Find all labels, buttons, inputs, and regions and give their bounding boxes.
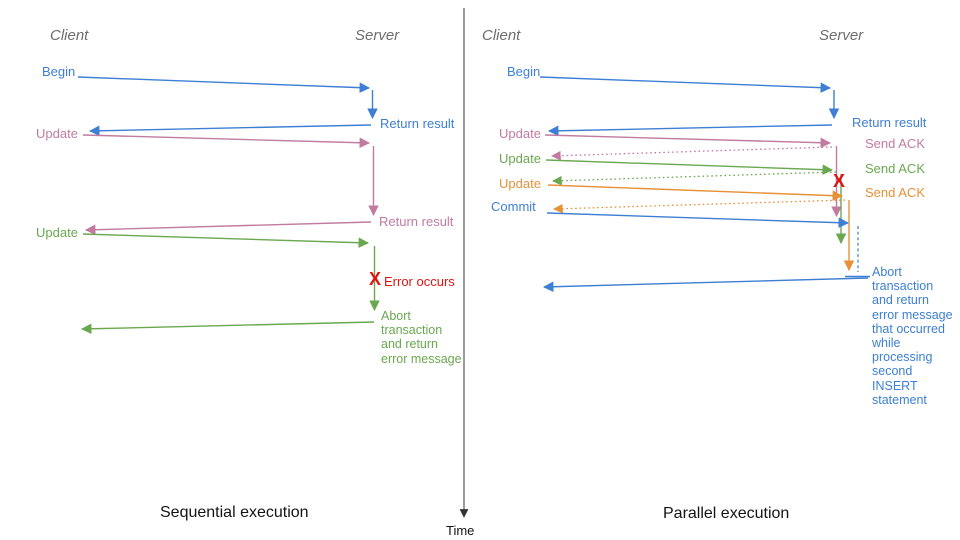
seq-return-result-1-label: Return result [380,116,455,131]
par-update3-request-arrow [547,184,844,201]
seq-client-header: Client [50,27,89,44]
seq-abort-return-arrow [80,321,375,335]
par-send-ack-1-label: Send ACK [865,136,925,151]
par-caption: Parallel execution [663,505,790,522]
seq-update-2-label: Update [36,225,78,240]
par-abort-return-arrow [542,277,869,292]
seq-return-result-1-arrow [88,124,372,137]
par-update2-ack-arrow [552,171,837,186]
par-commit-request-arrow [546,212,850,228]
seq-abort-note: Abort transaction and return error messa… [381,309,462,366]
par-update1-ack-arrow [551,146,833,161]
seq-error-label: Error occurs [384,274,455,289]
par-commit-label: Commit [491,199,536,214]
par-update2-request-arrow [545,159,834,175]
par-send-ack-3-label: Send ACK [865,185,925,200]
seq-begin-request-arrow [77,76,371,93]
par-update-3-label: Update [499,176,541,191]
par-update-2-label: Update [499,151,541,166]
par-begin-label: Begin [507,64,541,79]
seq-return-result-2-label: Return result [379,214,454,229]
par-send-ack-2-label: Send ACK [865,161,925,176]
par-update-1-label: Update [499,126,541,141]
seq-begin-label: Begin [42,64,76,79]
par-server-header: Server [819,27,864,44]
time-axis-label: Time [446,523,475,538]
seq-server-header: Server [355,27,400,44]
par-return-result-label: Return result [852,115,927,130]
seq-update1-request-arrow [82,134,371,148]
seq-error-x-icon: X [369,269,382,289]
par-update3-ack-arrow [553,199,846,214]
par-abort-note: Abort transaction and return error messa… [872,265,953,407]
par-error-x-icon: X [833,171,846,191]
seq-caption: Sequential execution [160,504,309,521]
seq-update2-request-arrow [82,233,370,248]
par-return-result-arrow [547,124,833,137]
seq-return-result-2-arrow [84,221,372,235]
par-update1-request-arrow [544,134,832,148]
seq-update-1-label: Update [36,126,78,141]
par-begin-request-arrow [539,76,832,93]
par-client-header: Client [482,27,521,44]
